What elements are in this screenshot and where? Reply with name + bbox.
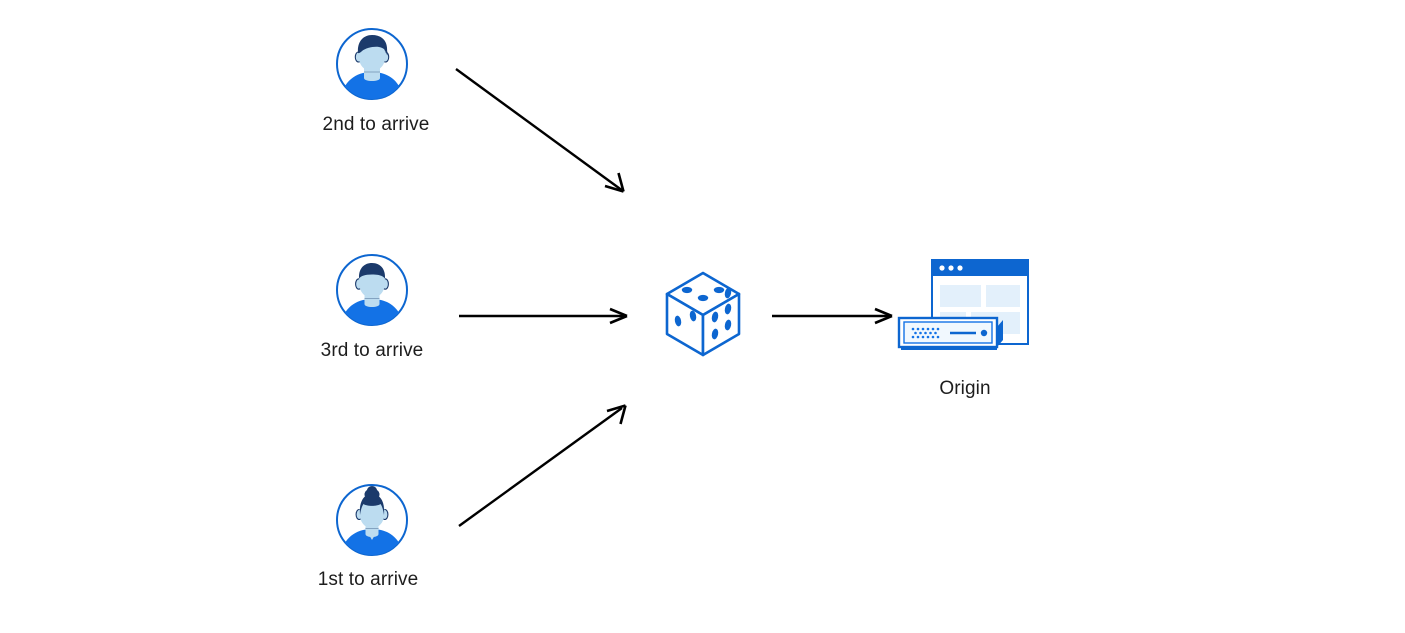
dice-icon [660, 268, 746, 360]
node-label-visitor-3rd: 3rd to arrive [320, 340, 424, 361]
node-label-visitor-2nd: 2nd to arrive [322, 114, 430, 135]
arrow-1st-to-dice [458, 404, 627, 527]
user-avatar-icon [334, 482, 410, 558]
node-label-visitor-1st: 1st to arrive [317, 569, 419, 590]
arrow-3rd-to-dice [459, 307, 628, 325]
node-label-origin: Origin [939, 378, 991, 399]
user-avatar-icon [334, 26, 410, 102]
server-device-icon [897, 316, 1003, 350]
user-avatar-icon [334, 252, 410, 328]
arrow-dice-to-origin [772, 307, 893, 325]
origin-server-browser-icon [893, 256, 1038, 364]
